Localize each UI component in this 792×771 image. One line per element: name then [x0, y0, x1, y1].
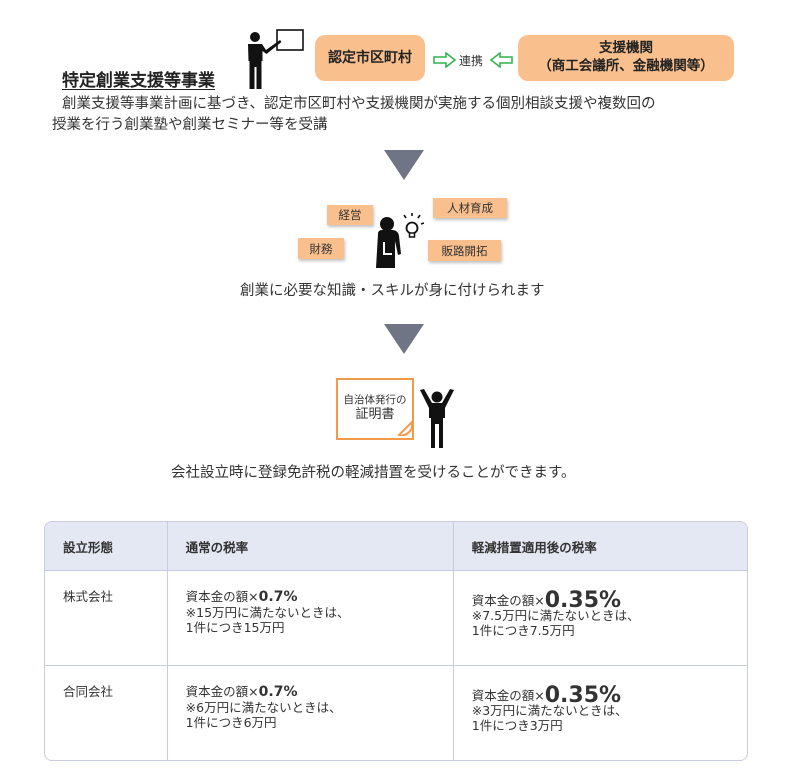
skill-tag-hr-development: 人材育成 — [433, 198, 507, 218]
rate-value: 0.35% — [544, 588, 622, 613]
org-support-institutions: 支援機関 （商工会議所、金融機関等） — [518, 35, 734, 81]
certificate-label-issuer: 自治体発行の — [343, 394, 407, 407]
teacher-pointing-board-icon — [248, 29, 304, 89]
rate-note: ※15万円に満たないときは、 — [185, 605, 350, 620]
step2-caption: 創業に必要な知識・スキルが身に付けられます — [240, 283, 545, 299]
step3-caption: 会社設立時に登録免許税の軽減措置を受けることができます。 — [171, 465, 576, 481]
cell-company-type: 株式会社 — [45, 571, 167, 666]
header-normal-rate: 通常の税率 — [166, 522, 453, 571]
rate-prefix: 資本金の額× — [185, 684, 259, 699]
rate-note: 1件につき6万円 — [185, 715, 277, 730]
org-certified-municipality: 認定市区町村 — [315, 35, 425, 81]
certificate-document-icon: 自治体発行の 証明書 — [336, 378, 414, 440]
cell-reduced-rate: 資本金の額×0.35% ※7.5万円に満たないときは、 1件につき7.5万円 — [452, 571, 747, 666]
hollow-arrow-left-icon — [489, 52, 513, 68]
rate-note: ※3万円に満たないときは、 — [471, 703, 628, 718]
hollow-arrow-right-icon — [433, 52, 457, 68]
org-right-label: 支援機関 — [599, 40, 653, 57]
person-thinking-lightbulb-icon — [376, 213, 424, 268]
link-label: 連携 — [459, 54, 484, 68]
rate-note: 1件につき15万円 — [185, 620, 285, 635]
page-curl-icon — [398, 420, 413, 436]
rate-note: ※6万円に満たないときは、 — [185, 700, 342, 715]
table-row: 合同会社 資本金の額×0.7% ※6万円に満たないときは、 1件につき6万円 資… — [45, 666, 747, 760]
table-header-row: 設立形態 通常の税率 軽減措置適用後の税率 — [45, 522, 747, 571]
cell-company-type: 合同会社 — [63, 684, 114, 699]
tax-rate-table: 設立形態 通常の税率 軽減措置適用後の税率 株式会社 資本金の額×0.7% ※1… — [44, 521, 748, 761]
skill-tag-management: 経営 — [327, 205, 373, 225]
rate-note: ※7.5万円に満たないときは、 — [471, 608, 640, 623]
down-triangle-icon — [384, 324, 424, 354]
person-arms-raised-icon — [420, 389, 454, 448]
header-reduced-rate: 軽減措置適用後の税率 — [452, 522, 747, 571]
description-line-2: 授業を行う創業塾や創業セミナー等を受講 — [52, 117, 328, 133]
skill-tag-finance: 財務 — [298, 238, 344, 259]
rate-value: 0.7% — [258, 589, 298, 605]
org-left-label: 認定市区町村 — [328, 49, 412, 66]
rate-note: 1件につき7.5万円 — [471, 623, 575, 638]
section-title: 特定創業支援等事業 — [62, 71, 215, 91]
rate-prefix: 資本金の額× — [185, 589, 259, 604]
cell-normal-rate: 資本金の額×0.7% ※15万円に満たないときは、 1件につき15万円 — [166, 571, 453, 666]
down-triangle-icon — [384, 150, 424, 180]
skill-tag-sales-channel: 販路開拓 — [428, 240, 501, 261]
cell-reduced-rate: 資本金の額×0.35% ※3万円に満たないときは、 1件につき3万円 — [452, 666, 747, 760]
description-line-1: 創業支援等事業計画に基づき、認定市区町村や支援機関が実施する個別相談支援や複数回… — [62, 96, 656, 112]
org-right-sublabel: （商工会議所、金融機関等） — [538, 58, 714, 74]
cell-normal-rate: 資本金の額×0.7% ※6万円に満たないときは、 1件につき6万円 — [166, 666, 453, 760]
rate-value: 0.35% — [544, 683, 622, 708]
rate-note: 1件につき3万円 — [471, 718, 563, 733]
certificate-label-title: 証明書 — [355, 407, 395, 423]
rate-prefix: 資本金の額× — [471, 688, 545, 703]
rate-prefix: 資本金の額× — [471, 593, 545, 608]
rate-value: 0.7% — [258, 684, 298, 700]
table-row: 株式会社 資本金の額×0.7% ※15万円に満たないときは、 1件につき15万円… — [45, 571, 747, 666]
header-company-type: 設立形態 — [45, 522, 167, 571]
